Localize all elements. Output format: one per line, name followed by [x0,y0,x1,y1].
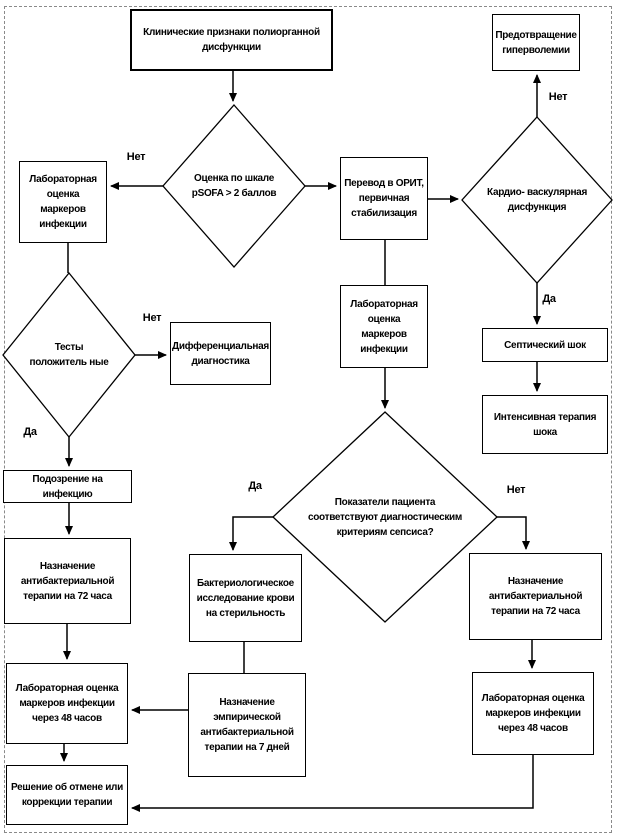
edge-lab48right-decision [131,755,534,812]
cardio-diamond-label: Кардио- васкулярная дисфункция [487,187,587,213]
node-abx-72h-left: Назначение антибактериальной терапии на … [4,538,131,624]
node-therapy-decision: Решение об отмене или коррекции терапии [6,765,128,825]
edge-label-tests-no: Нет [142,312,162,324]
node-clinical-signs: Клинические признаки полиорганной дисфун… [130,9,333,71]
tests-positive-decision-diamond [2,271,136,439]
node-differential-diagnosis: Дифференциальная диагностика [170,322,271,385]
node-empiric-abx-7d: Назначение эмпирической антибактериально… [188,673,306,777]
edge-label-tests-yes: Да [23,426,37,438]
cardiovascular-decision-diamond [461,116,613,284]
node-shock-intensive-therapy: Интенсивная терапия шока [482,395,608,454]
edge-label-cardio-no: Нет [548,91,568,103]
node-infection-suspicion: Подозрение на инфекцию [3,470,132,503]
node-lab-48h-right: Лабораторная оценка маркеров инфекции че… [472,672,594,755]
node-lab-48h-left: Лабораторная оценка маркеров инфекции че… [6,663,128,744]
node-abx-72h-right: Назначение антибактериальной терапии на … [469,553,602,640]
node-blood-culture: Бактериологическое исследование крови на… [189,554,302,642]
edge-sepsis-no-abx72right [497,516,530,550]
edge-label-sepsis-no: Нет [506,484,526,496]
sepsis-criteria-decision-diamond [272,411,498,623]
node-prevent-hypervolemia: Предотвращение гиперволемии [492,14,580,71]
psofa-diamond-label: Оценка по шкале pSOFA > 2 баллов [191,173,277,199]
sepsis-diamond-label: Показатели пациента соответствуют диагно… [307,496,462,538]
node-lab-markers-icu: Лабораторная оценка маркеров инфекции [340,285,428,368]
psofa-decision-diamond [162,104,306,268]
node-lab-markers-initial: Лабораторная оценка маркеров инфекции [19,161,107,243]
node-septic-shock: Септический шок [482,328,608,362]
edge-label-cardio-yes: Да [542,293,556,305]
tests-diamond-label: Тесты положитель ные [29,342,109,368]
node-icu-transfer: Перевод в ОРИТ, первичная стабилизация [340,157,428,240]
edge-label-psofa-no: Нет [126,151,146,163]
edge-label-sepsis-yes: Да [248,480,262,492]
edge-sepsis-yes-bloodculture [229,516,273,551]
